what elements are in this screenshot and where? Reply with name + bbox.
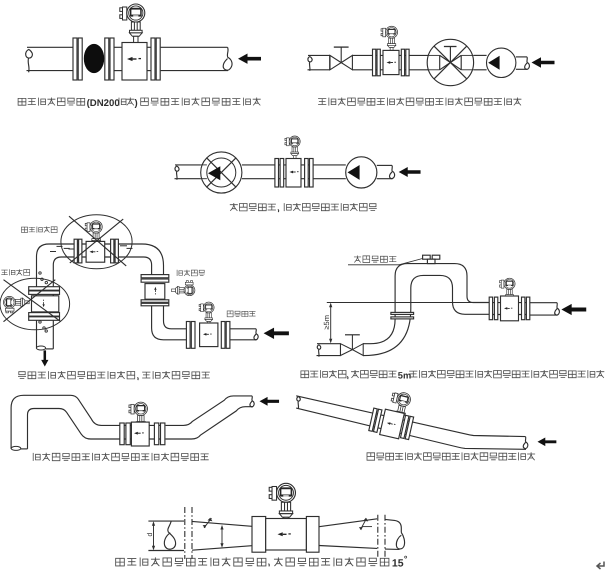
svg-text:d: d [146, 532, 154, 536]
svg-text:≥5m: ≥5m [322, 315, 331, 330]
svg-text:°: ° [404, 554, 408, 564]
svg-text:15: 15 [392, 557, 404, 569]
svg-text:): ) [135, 98, 138, 109]
svg-text:(DN200: (DN200 [87, 98, 120, 109]
svg-text:5m: 5m [398, 371, 411, 381]
